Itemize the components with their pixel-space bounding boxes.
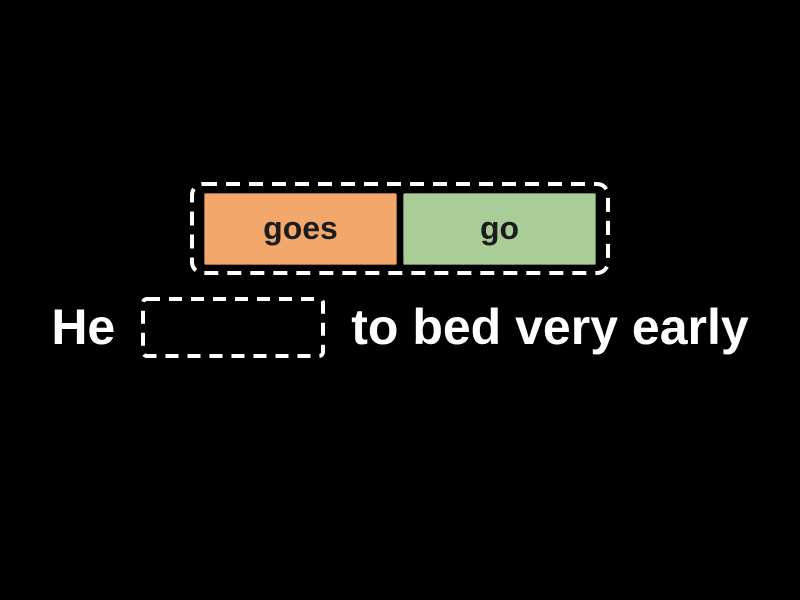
choice-tile-go-label: go — [479, 210, 520, 246]
answer-blank-value — [141, 297, 325, 358]
sentence-text-before: He — [51, 299, 116, 355]
word-bank: goes go — [190, 182, 610, 275]
choice-tile-goes[interactable]: goes — [204, 192, 397, 265]
choice-tile-goes-label: goes — [263, 210, 338, 246]
sentence-row: He to bed very early — [0, 293, 800, 361]
choice-tile-go[interactable]: go — [403, 192, 596, 265]
sentence-text-after: to bed very early — [351, 299, 749, 355]
word-bank-tiles: goes go — [194, 186, 606, 271]
answer-blank[interactable] — [141, 296, 326, 358]
